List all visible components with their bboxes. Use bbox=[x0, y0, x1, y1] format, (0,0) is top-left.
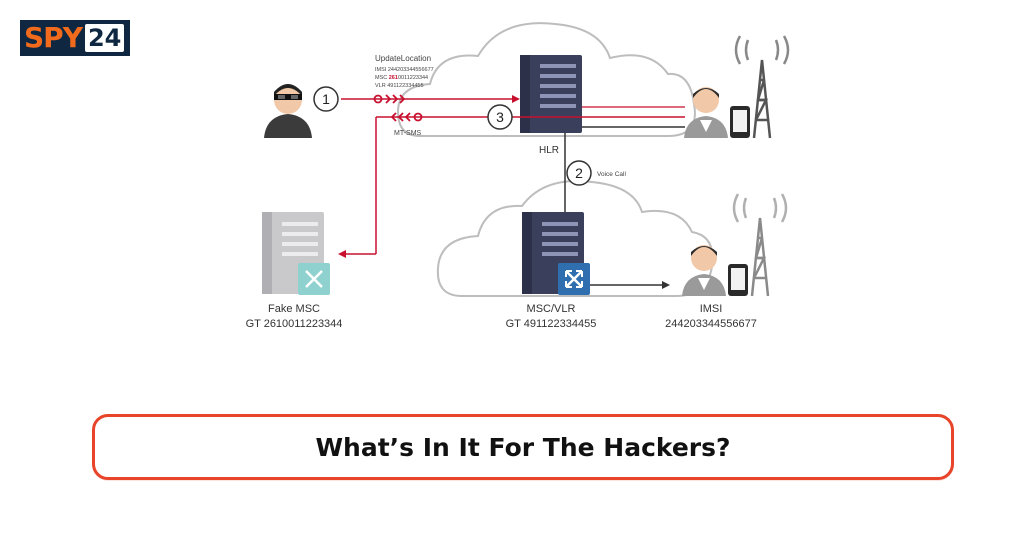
cell-tower-top-icon bbox=[734, 35, 790, 139]
imsi-detail-line: IMSI 244203344556677 bbox=[375, 67, 434, 73]
msc-prefix: MSC bbox=[375, 75, 389, 81]
user-bottom-icon bbox=[682, 245, 748, 296]
hacker-icon bbox=[264, 84, 312, 138]
ss7-attack-diagram: 1 3 2 UpdateLocation IMSI 24420334455667… bbox=[246, 22, 790, 330]
msc-switch-icon bbox=[558, 263, 590, 295]
vlr-detail-line: VLR 491122334455 bbox=[375, 83, 424, 89]
msc-detail-line: MSC 2610011223344 bbox=[375, 75, 428, 81]
update-location-label: UpdateLocation bbox=[375, 54, 431, 63]
connector-lines bbox=[338, 95, 685, 289]
imsi-value: 244203344556677 bbox=[665, 318, 757, 330]
cell-tower-bottom-icon bbox=[732, 193, 788, 297]
fake-msc-name: Fake MSC bbox=[268, 303, 320, 315]
fake-msc-gt: GT 2610011223344 bbox=[246, 318, 343, 330]
imsi-name: IMSI bbox=[700, 303, 723, 315]
hlr-server-icon bbox=[520, 55, 582, 133]
msc-vlr-gt: GT 491122334455 bbox=[506, 318, 597, 330]
msc-vlr-name: MSC/VLR bbox=[527, 303, 576, 315]
msc-suffix: 0011223344 bbox=[398, 75, 428, 81]
user-top-icon bbox=[684, 87, 750, 138]
step-2-badge: 2 bbox=[566, 160, 592, 186]
mt-sms-label: MT-SMS bbox=[394, 130, 422, 137]
logo-24-text: 24 bbox=[84, 24, 125, 52]
hlr-label: HLR bbox=[539, 145, 559, 156]
step-3-badge: 3 bbox=[487, 104, 513, 130]
voice-call-label: Voice Call bbox=[597, 171, 626, 178]
msc-highlight: 261 bbox=[389, 75, 398, 81]
step-1-badge: 1 bbox=[313, 86, 339, 112]
fake-msc-switch-icon bbox=[298, 263, 330, 295]
step-3-number: 3 bbox=[496, 109, 504, 125]
update-location-chevrons bbox=[373, 94, 406, 104]
headline-banner: What’s In It For The Hackers? bbox=[92, 414, 954, 480]
mt-sms-chevrons bbox=[390, 112, 423, 122]
spy24-logo: SPY 24 bbox=[20, 20, 130, 56]
step-1-number: 1 bbox=[322, 91, 330, 107]
logo-spy-text: SPY bbox=[24, 21, 83, 54]
banner-title: What’s In It For The Hackers? bbox=[315, 432, 731, 462]
step-2-number: 2 bbox=[575, 165, 583, 181]
